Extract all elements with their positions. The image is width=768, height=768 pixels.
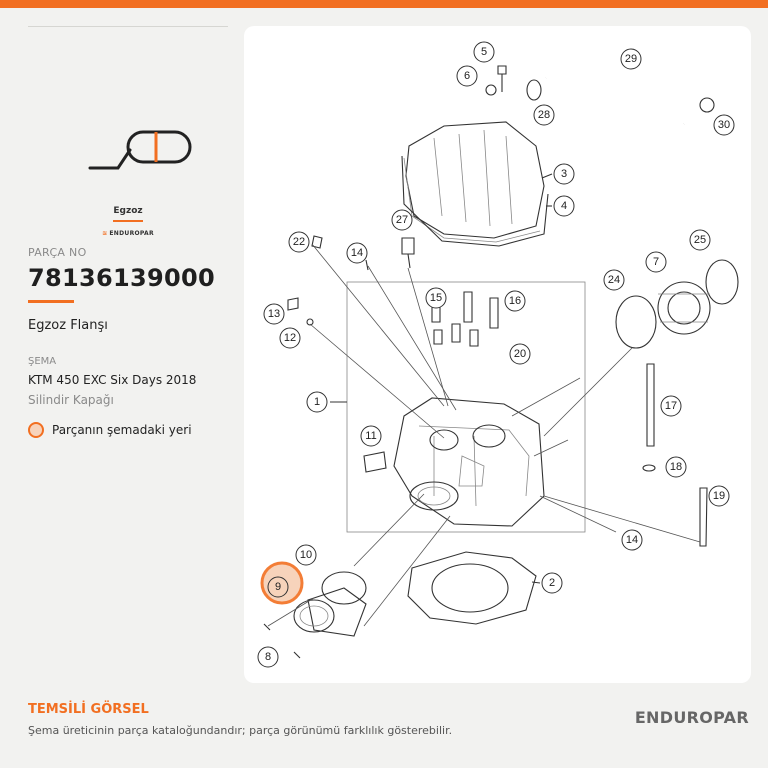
svg-text:14: 14 <box>351 247 363 259</box>
callout-18: 18 <box>665 456 687 478</box>
svg-text:24: 24 <box>608 274 620 286</box>
diagram-parts <box>263 65 739 659</box>
svg-text:14: 14 <box>626 534 638 546</box>
footer-brand: ENDUROPAR <box>634 708 749 727</box>
footer-note: Şema üreticinin parça kataloğundandır; p… <box>28 724 453 737</box>
callout-8: 8 <box>257 646 279 668</box>
svg-text:20: 20 <box>514 348 526 360</box>
callout-11: 11 <box>360 425 382 447</box>
svg-text:17: 17 <box>665 400 677 412</box>
footer-title: TEMSİLİ GÖRSEL <box>28 702 149 717</box>
callout-27: 27 <box>391 209 413 231</box>
brand-mark-icon: ≋ <box>102 230 108 237</box>
callout-25: 25 <box>689 229 711 251</box>
part-no-label: PARÇA NO <box>28 246 87 259</box>
svg-text:28: 28 <box>538 109 550 121</box>
callout-28: 28 <box>533 104 555 126</box>
svg-text:6: 6 <box>464 70 470 82</box>
callout-24: 24 <box>603 269 625 291</box>
part-name: Egzoz Flanşı <box>28 318 108 333</box>
svg-text:12: 12 <box>284 332 296 344</box>
callout-19: 19 <box>708 485 730 507</box>
callout-13: 13 <box>263 303 285 325</box>
svg-text:13: 13 <box>268 308 280 320</box>
exhaust-icon <box>88 104 198 179</box>
svg-text:15: 15 <box>430 292 442 304</box>
svg-text:16: 16 <box>509 295 521 307</box>
location-legend: Parçanın şemadaki yeri <box>28 422 192 438</box>
schema-subtitle: Silindir Kapağı <box>28 393 114 407</box>
sidebar-divider <box>28 26 228 27</box>
callout-7: 7 <box>645 251 667 273</box>
svg-text:11: 11 <box>365 430 376 442</box>
highlight-marker <box>260 561 304 605</box>
top-accent-bar <box>0 0 768 8</box>
callout-2: 2 <box>541 572 563 594</box>
svg-text:2: 2 <box>549 577 555 589</box>
svg-text:27: 27 <box>396 214 408 226</box>
callout-22: 22 <box>288 231 310 253</box>
svg-text:10: 10 <box>300 549 312 561</box>
callout-10: 10 <box>295 544 317 566</box>
callout-9: 9 <box>260 561 304 605</box>
callout-17: 17 <box>660 395 682 417</box>
callout-14: 14 <box>346 242 368 264</box>
callout-14: 14 <box>621 529 643 551</box>
location-legend-text: Parçanın şemadaki yeri <box>52 423 192 437</box>
svg-text:25: 25 <box>694 234 706 246</box>
part-number-underline <box>28 300 74 303</box>
svg-text:1: 1 <box>314 396 320 408</box>
callout-1: 1 <box>306 391 328 413</box>
callout-6: 6 <box>456 65 478 87</box>
location-marker-icon <box>28 422 44 438</box>
brand-logo-small: ≋ENDUROPAR <box>28 230 228 237</box>
sidebar: Egzoz ≋ENDUROPAR PARÇA NO 78136139000 Eg… <box>28 26 228 438</box>
svg-text:19: 19 <box>713 490 725 502</box>
callout-3: 3 <box>553 163 575 185</box>
brand-small-text: ENDUROPAR <box>109 230 154 237</box>
schema-model: KTM 450 EXC Six Days 2018 <box>28 373 197 387</box>
callout-4: 4 <box>553 195 575 217</box>
svg-text:8: 8 <box>265 651 271 663</box>
part-number: 78136139000 <box>28 264 215 292</box>
svg-text:9: 9 <box>275 581 281 593</box>
callout-5: 5 <box>473 41 495 63</box>
callout-15: 15 <box>425 287 447 309</box>
category-label: Egzoz <box>113 206 143 216</box>
svg-text:3: 3 <box>561 168 567 180</box>
schema-label: ŞEMA <box>28 356 57 367</box>
category-underline <box>113 220 143 222</box>
callout-16: 16 <box>504 290 526 312</box>
svg-text:4: 4 <box>561 200 567 212</box>
callout-12: 12 <box>279 327 301 349</box>
svg-text:5: 5 <box>481 46 487 58</box>
svg-text:7: 7 <box>653 256 659 268</box>
svg-text:18: 18 <box>670 461 682 473</box>
callout-29: 29 <box>620 48 642 70</box>
callout-30: 30 <box>713 114 735 136</box>
svg-text:29: 29 <box>625 53 637 65</box>
svg-text:30: 30 <box>718 119 730 131</box>
callout-20: 20 <box>509 343 531 365</box>
svg-text:22: 22 <box>293 236 305 248</box>
